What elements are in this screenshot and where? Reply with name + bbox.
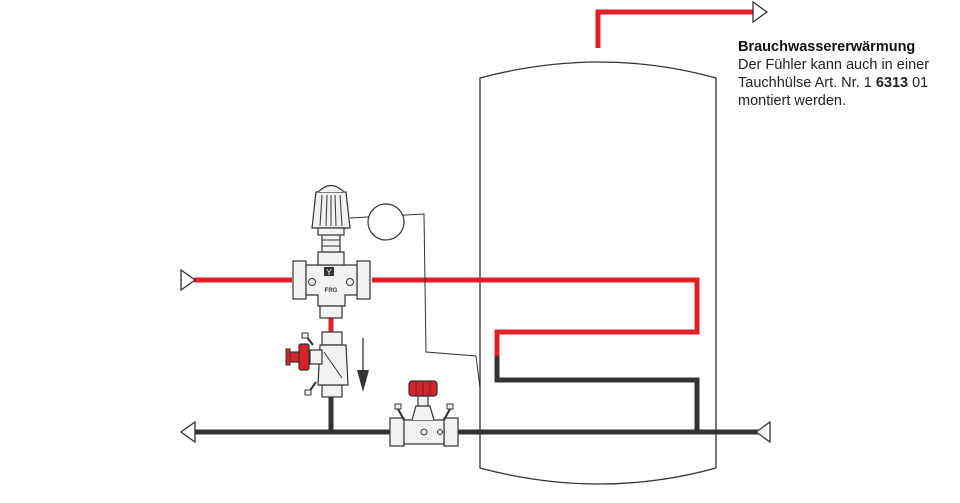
caption-line-2-prefix: Tauchhülse Art. Nr. 1 (738, 75, 876, 91)
caption-title: Brauchwassererwärmung (738, 39, 916, 55)
supply-inlet-arrow-icon (180, 268, 197, 292)
caption: Brauchwassererwärmung Der Fühler kann au… (738, 38, 953, 110)
balancing-valve (389, 380, 459, 447)
valve-brand-label: FRG (325, 288, 338, 294)
capillary-coil (367, 203, 405, 241)
thermostat-head (311, 184, 351, 253)
caption-line-2: Tauchhülse Art. Nr. 1 6313 01 (738, 74, 953, 92)
coil-return-pipe (494, 356, 700, 432)
caption-article-number: 6313 (875, 75, 909, 91)
caption-line-2-suffix: 01 (908, 75, 929, 91)
caption-line-3: montiert werden. (738, 93, 846, 109)
sensor-capillary (349, 213, 481, 389)
hot-water-outlet-pipe (595, 9, 755, 48)
valve-symbol: Y (326, 268, 332, 277)
storage-tank (479, 61, 717, 485)
outlet-arrow-icon (752, 0, 769, 24)
return-right-arrow-icon (754, 420, 771, 444)
valve-symbol-box (324, 267, 334, 276)
return-left-arrow-icon (179, 420, 196, 444)
strainer-valve (285, 331, 349, 398)
caption-line-1: Der Fühler kann auch in einer (738, 57, 930, 73)
coil-supply-pipe (372, 277, 700, 356)
flow-direction-arrow-icon (357, 338, 369, 392)
mixing-valve: Y FRG (292, 251, 371, 319)
